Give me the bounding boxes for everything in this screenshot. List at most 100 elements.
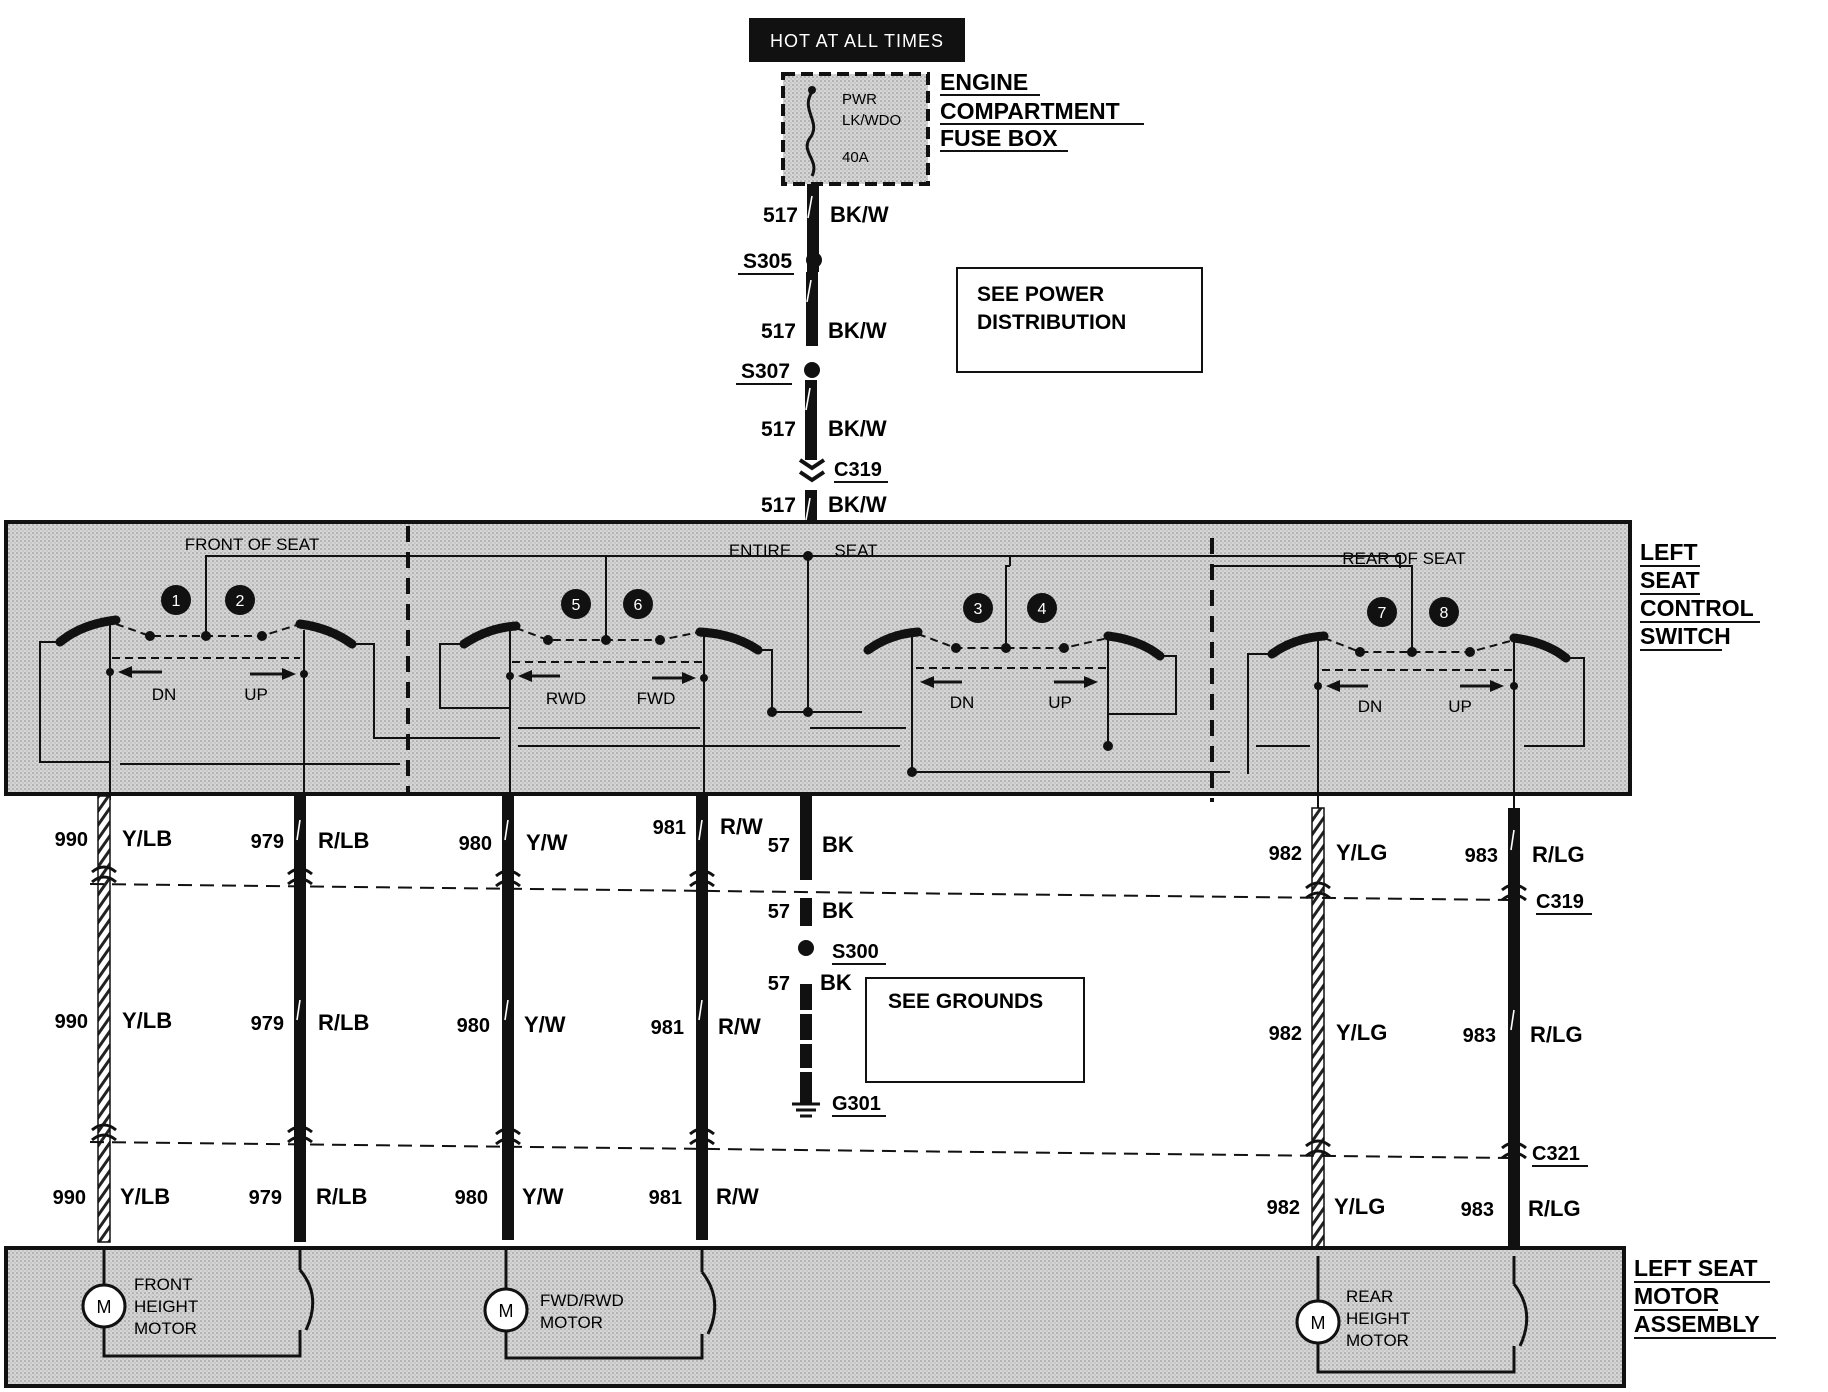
ground-labels: 57 BK 57 BK S300 57 BK G301	[768, 832, 886, 1117]
svg-text:517: 517	[763, 204, 798, 227]
fuse-name-line2: LK/WDO	[842, 112, 901, 129]
left-seat-motor-assembly: M FRONT HEIGHT MOTOR M FWD/RWD MOTOR M R…	[4, 1246, 1626, 1388]
wire-labels-row-3: 990 Y/LB 979 R/LB 980 Y/W 981 R/W 982 Y/…	[53, 1184, 1581, 1221]
svg-text:983: 983	[1461, 1199, 1494, 1221]
svg-text:8: 8	[1440, 605, 1449, 622]
wire-979	[294, 796, 306, 1242]
svg-text:57: 57	[768, 973, 790, 995]
svg-text:982: 982	[1269, 1023, 1302, 1045]
wire-labels-row-1: 990 Y/LB 979 R/LB 980 Y/W 981 R/W 982 Y/…	[55, 814, 1585, 867]
splice-s300-dot	[798, 940, 814, 956]
wire-982	[1311, 807, 1325, 1257]
svg-text:983: 983	[1465, 845, 1498, 867]
svg-text:6: 6	[634, 597, 643, 614]
svg-text:M: M	[97, 1297, 112, 1317]
contact-1	[161, 585, 191, 615]
svg-text:HOT AT ALL TIMES: HOT AT ALL TIMES	[770, 31, 944, 51]
connector-labels: C319 C321	[1532, 891, 1592, 1167]
svg-text:DN: DN	[1358, 697, 1383, 716]
contact-3	[963, 593, 993, 623]
svg-text:RWD: RWD	[546, 689, 586, 708]
fwd-rwd-motor-icon	[483, 1287, 529, 1333]
motor-assembly-label: LEFT SEAT MOTOR ASSEMBLY	[1634, 1255, 1776, 1339]
hot-at-all-times-badge: HOT AT ALL TIMES	[749, 18, 965, 62]
svg-text:Y/LB: Y/LB	[122, 1008, 172, 1033]
svg-text:979: 979	[249, 1187, 282, 1209]
svg-text:BK/W: BK/W	[828, 416, 887, 441]
svg-text:BK/W: BK/W	[828, 492, 887, 517]
svg-text:R/LB: R/LB	[318, 1010, 369, 1035]
splice-s307-dot	[804, 362, 820, 378]
svg-text:983: 983	[1463, 1025, 1496, 1047]
splice-s305-label: S305	[743, 250, 792, 273]
svg-text:980: 980	[457, 1015, 490, 1037]
svg-text:Y/LB: Y/LB	[122, 826, 172, 851]
svg-text:517: 517	[761, 418, 796, 441]
fwd-rwd-motor: M FWD/RWD MOTOR	[483, 1248, 717, 1360]
svg-text:FWD/RWD: FWD/RWD	[540, 1291, 624, 1310]
svg-text:982: 982	[1269, 843, 1302, 865]
svg-text:LEFT SEAT: LEFT SEAT	[1634, 1255, 1758, 1281]
svg-text:7: 7	[1378, 605, 1387, 622]
svg-text:HEIGHT: HEIGHT	[134, 1297, 198, 1316]
svg-text:MOTOR: MOTOR	[134, 1319, 197, 1338]
contact-7	[1367, 597, 1397, 627]
svg-text:FWD: FWD	[637, 689, 676, 708]
wire-labels-row-2: 990 Y/LB 979 R/LB 980 Y/W 981 R/W 982 Y/…	[55, 1008, 1583, 1047]
svg-text:R/LB: R/LB	[316, 1184, 367, 1209]
svg-text:FUSE BOX: FUSE BOX	[940, 125, 1058, 151]
fuse-rating: 40A	[842, 149, 869, 166]
svg-text:MOTOR: MOTOR	[1634, 1283, 1720, 1309]
svg-text:BK/W: BK/W	[828, 318, 887, 343]
svg-text:BK: BK	[822, 832, 854, 857]
front-of-seat-label: FRONT OF SEAT	[185, 535, 319, 554]
rear-height-motor: M REAR HEIGHT MOTOR	[1295, 1256, 1529, 1374]
svg-text:2: 2	[236, 593, 245, 610]
svg-text:MOTOR: MOTOR	[1346, 1331, 1409, 1350]
c319-bottom-label: C319	[1536, 891, 1584, 913]
svg-text:BK/W: BK/W	[830, 202, 889, 227]
svg-text:4: 4	[1038, 601, 1047, 618]
svg-text:R/LG: R/LG	[1530, 1022, 1583, 1047]
rear-motor-icon	[1295, 1299, 1341, 1345]
svg-text:DN: DN	[950, 693, 975, 712]
front-height-switch: DN UP 1 2	[39, 585, 500, 800]
middle-switch-3-4: DN UP 3 4	[810, 593, 1230, 777]
c321-label: C321	[1532, 1143, 1580, 1165]
svg-text:979: 979	[251, 831, 284, 853]
svg-text:980: 980	[459, 833, 492, 855]
svg-text:DN: DN	[152, 685, 177, 704]
svg-text:SEE POWER: SEE POWER	[977, 283, 1104, 306]
wire-981	[696, 796, 708, 1240]
svg-text:982: 982	[1267, 1197, 1300, 1219]
svg-text:R/LB: R/LB	[318, 828, 369, 853]
svg-text:517: 517	[761, 320, 796, 343]
svg-text:M: M	[499, 1301, 514, 1321]
svg-text:981: 981	[649, 1187, 682, 1209]
svg-text:Y/W: Y/W	[524, 1012, 566, 1037]
svg-text:R/LG: R/LG	[1532, 842, 1585, 867]
wire-990	[97, 795, 111, 1243]
c319-top-connector-icon	[798, 458, 826, 483]
svg-text:Y/LG: Y/LG	[1334, 1194, 1385, 1219]
svg-text:R/W: R/W	[718, 1014, 761, 1039]
fwd-rwd-switch: RWD FWD 5 6	[439, 589, 900, 800]
contact-5	[561, 589, 591, 619]
svg-text:Y/LB: Y/LB	[120, 1184, 170, 1209]
svg-text:57: 57	[768, 835, 790, 857]
svg-text:COMPARTMENT: COMPARTMENT	[940, 98, 1120, 124]
svg-text:R/LG: R/LG	[1528, 1196, 1581, 1221]
svg-text:Y/W: Y/W	[526, 830, 568, 855]
svg-text:517: 517	[761, 494, 796, 517]
power-feed-labels: 517 BK/W S305 517 BK/W S307 517 BK/W C31…	[736, 202, 889, 517]
svg-text:Y/W: Y/W	[522, 1184, 564, 1209]
power-feed-wire	[798, 184, 826, 560]
front-motor-icon	[81, 1283, 127, 1329]
svg-text:980: 980	[455, 1187, 488, 1209]
svg-text:M: M	[1311, 1313, 1326, 1333]
svg-text:Y/LG: Y/LG	[1336, 1020, 1387, 1045]
c319-top-label: C319	[834, 459, 882, 481]
svg-text:BK: BK	[822, 898, 854, 923]
svg-text:1: 1	[172, 593, 181, 610]
